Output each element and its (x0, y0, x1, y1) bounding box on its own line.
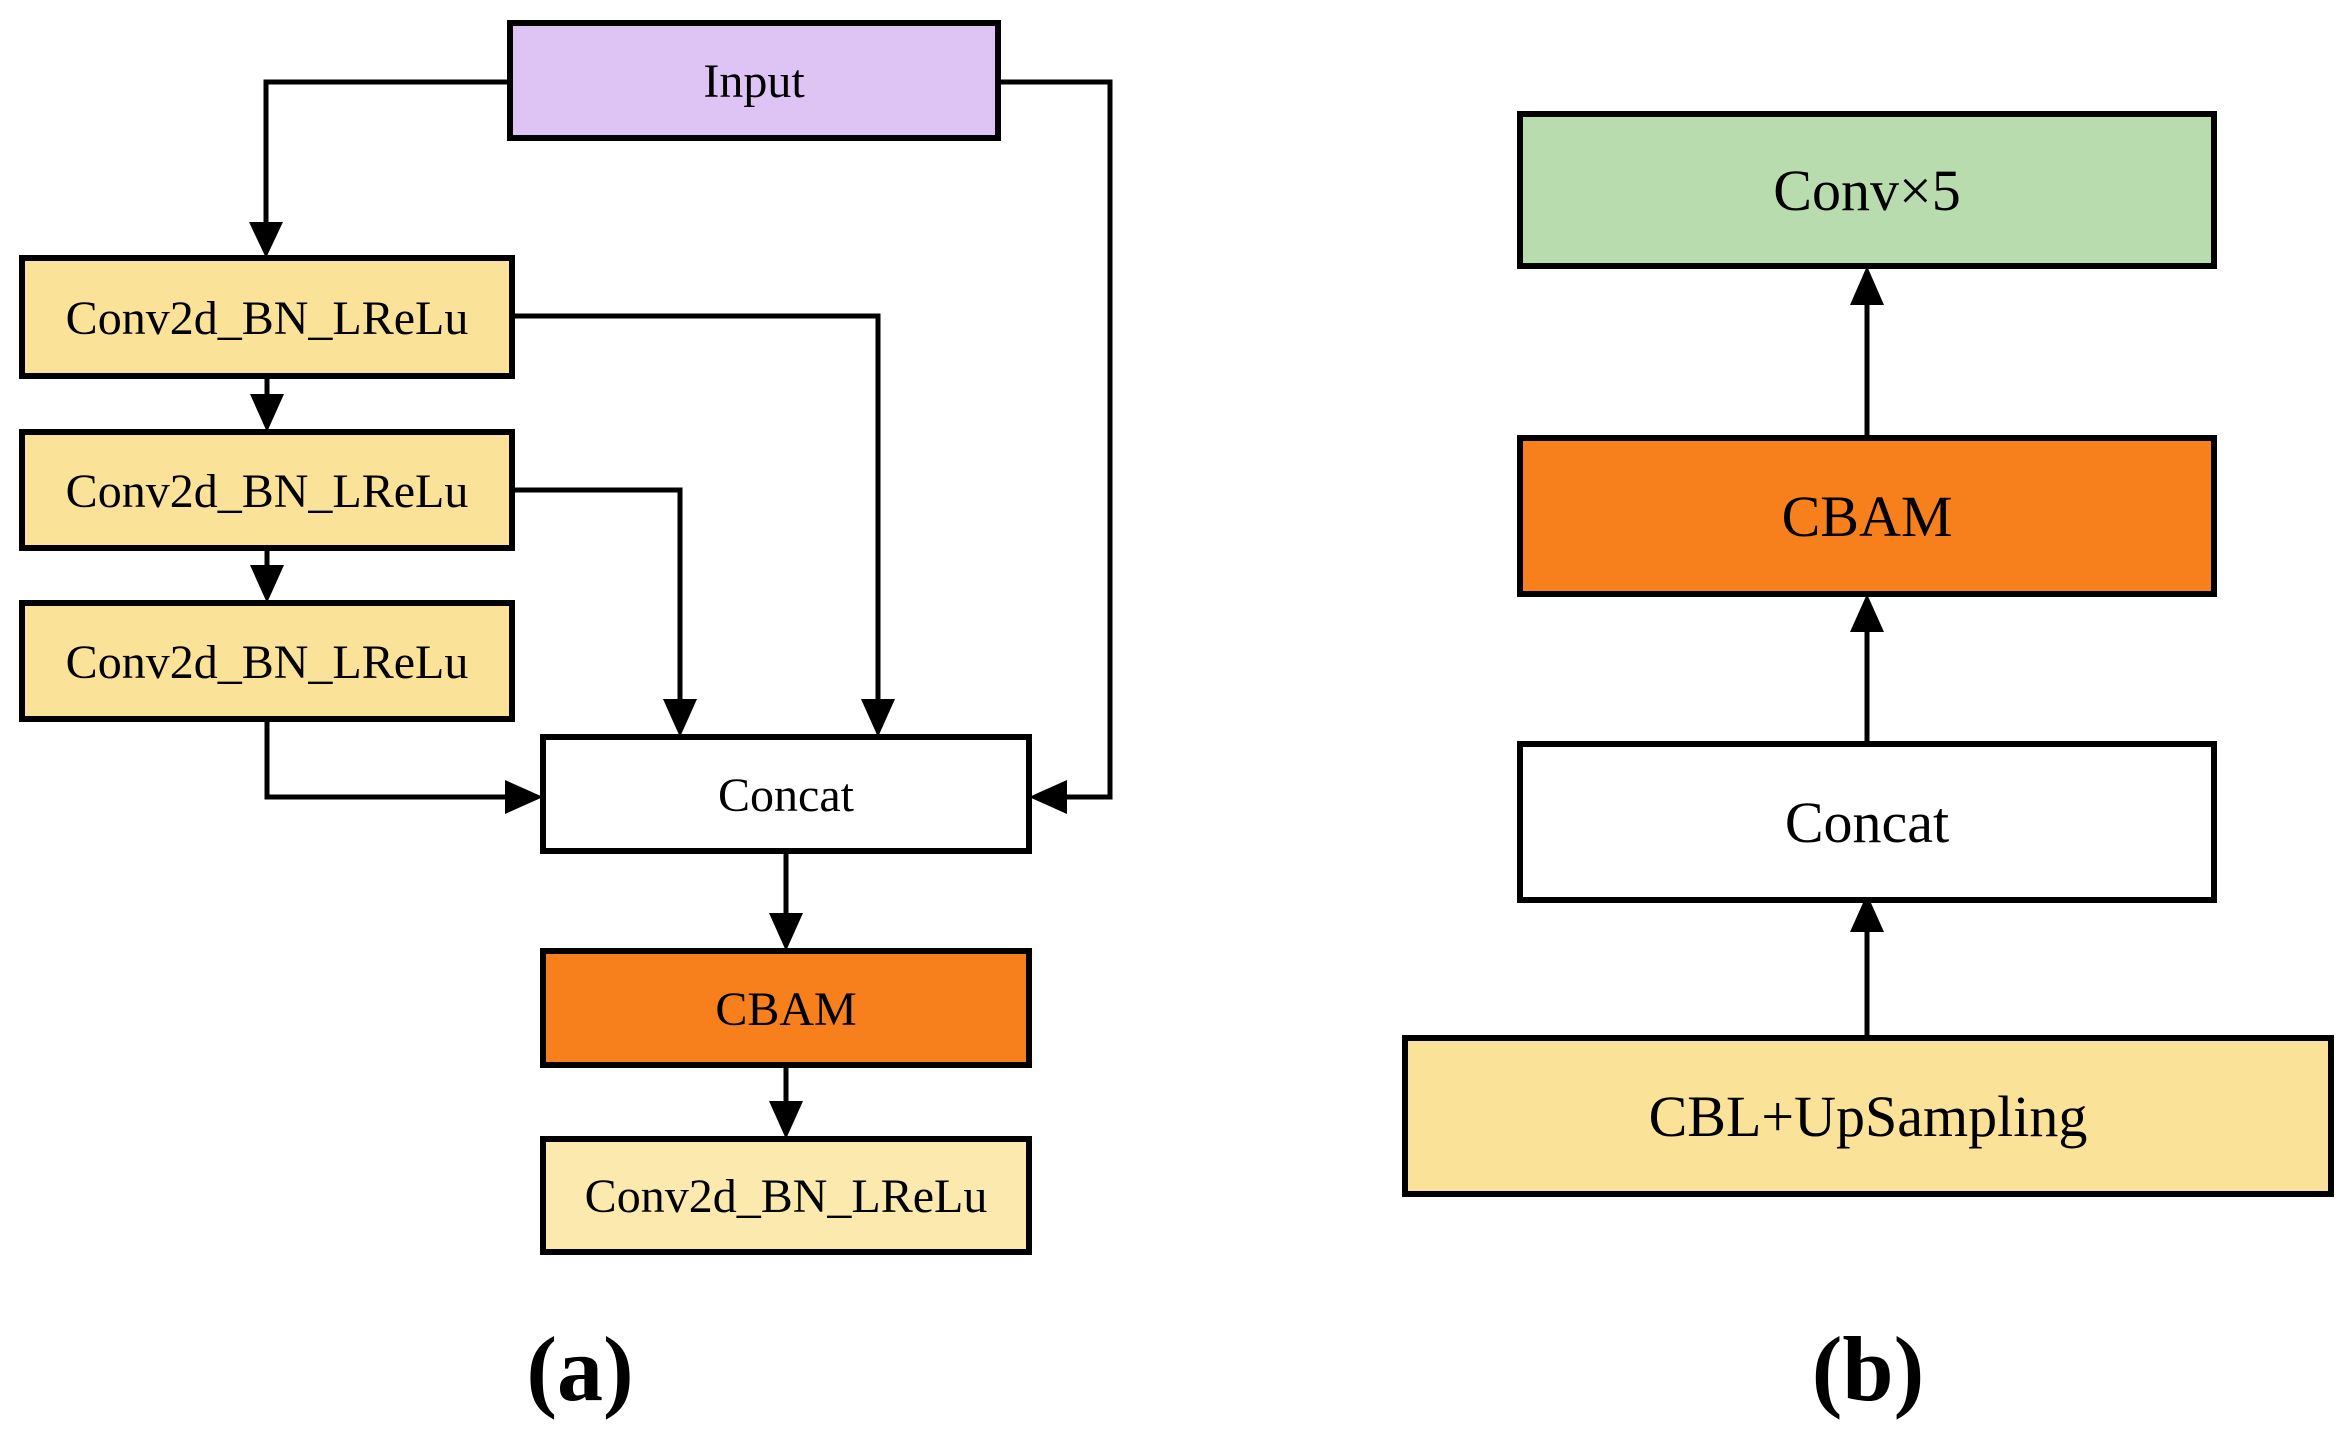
arrow-down-icon (769, 913, 803, 951)
edge-conv2-to-concat (512, 487, 697, 737)
arrow-up-icon (1850, 894, 1884, 932)
arrow-right-icon (505, 780, 543, 814)
node-concat-a: Concat (540, 734, 1032, 854)
edge-line (998, 79, 1113, 800)
edge-concat-to-cbam (769, 851, 803, 951)
edge-line (264, 719, 507, 800)
edge-conv1-to-conv2 (250, 376, 284, 432)
edge-conv2-to-conv3 (250, 548, 284, 603)
node-input: Input (507, 20, 1001, 141)
arrow-down-icon (250, 565, 284, 603)
node-conv5: Conv×5 (1517, 111, 2217, 269)
conv3-label: Conv2d_BN_LReLu (66, 636, 469, 689)
conv1-label: Conv2d_BN_LReLu (66, 292, 469, 345)
conv2-label: Conv2d_BN_LReLu (66, 465, 469, 518)
conv3-box (19, 600, 515, 722)
node-cbam-b: CBAM (1517, 435, 2217, 597)
arrow-down-icon (769, 1101, 803, 1139)
input-label: Input (703, 55, 805, 108)
edge-line (263, 79, 510, 224)
node-conv1: Conv2d_BN_LReLu (19, 255, 515, 379)
edge-conv3-to-concat (264, 719, 543, 814)
edge-conv1-to-concat (512, 313, 895, 737)
arrow-up-icon (1850, 266, 1884, 305)
cbam-a-box (540, 948, 1032, 1068)
concat-b-label: Concat (1785, 790, 1949, 855)
arrow-down-icon (250, 394, 284, 432)
input-box (507, 20, 1001, 141)
conv5-box (1517, 111, 2217, 269)
panel-a-caption: (a) (526, 1318, 633, 1420)
node-concat-b: Concat (1517, 741, 2217, 903)
arrow-left-icon (1029, 780, 1067, 814)
arrow-up-icon (1850, 594, 1884, 632)
node-conv3: Conv2d_BN_LReLu (19, 600, 515, 722)
edge-cbam-to-conv4 (769, 1065, 803, 1139)
cbam-b-box (1517, 435, 2217, 597)
edge-cbam-b-to-conv5 (1850, 266, 1884, 438)
panel-b-caption: (b) (1812, 1318, 1924, 1420)
node-cbl-upsampling: CBL+UpSampling (1402, 1035, 2334, 1197)
node-cbam-a: CBAM (540, 948, 1032, 1068)
node-conv4: Conv2d_BN_LReLu (540, 1136, 1032, 1255)
edge-line (512, 313, 881, 701)
concat-a-box (540, 734, 1032, 854)
arrow-down-icon (663, 699, 697, 737)
edge-input-to-conv1 (249, 79, 510, 258)
edge-input-to-concat (998, 79, 1113, 814)
cbam-b-label: CBAM (1782, 484, 1953, 549)
arrow-down-icon (249, 222, 283, 258)
edge-line (512, 487, 683, 701)
edge-cbl-to-concat-b (1850, 894, 1884, 1038)
node-conv2: Conv2d_BN_LReLu (19, 429, 515, 551)
conv4-box (540, 1136, 1032, 1255)
conv2-box (19, 429, 515, 551)
cbam-a-label: CBAM (715, 983, 856, 1036)
conv4-label: Conv2d_BN_LReLu (585, 1170, 988, 1223)
panel-a: Input Conv2d_BN_LReLu Conv2d_BN_LReLu Co… (19, 20, 1113, 1420)
concat-a-label: Concat (718, 769, 855, 822)
cbl-upsampling-box (1402, 1035, 2334, 1197)
concat-b-box (1517, 741, 2217, 903)
conv5-label: Conv×5 (1773, 158, 1960, 223)
panel-b: Conv×5 CBAM Concat CBL+UpSampling (b) (1402, 111, 2334, 1420)
arrow-down-icon (861, 699, 895, 737)
edge-concat-b-to-cbam-b (1850, 594, 1884, 744)
cbl-upsampling-label: CBL+UpSampling (1649, 1084, 2088, 1149)
conv1-box (19, 255, 515, 379)
